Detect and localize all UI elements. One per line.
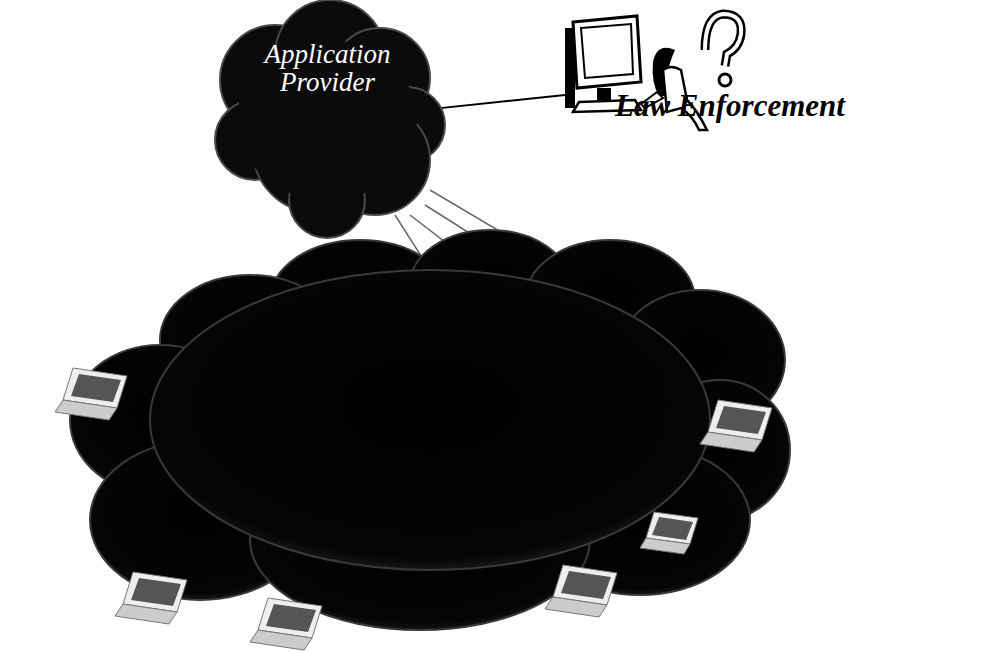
node-label: Law Enforcement: [615, 90, 994, 123]
provider-cloud: Application Provider: [215, 0, 440, 240]
node-outline: [215, 0, 440, 240]
laptop-icons: [55, 368, 772, 650]
node-label: Application Provider: [235, 40, 420, 97]
link-line: [440, 95, 565, 108]
network-cloud: [70, 230, 790, 630]
law-enforcement-station: Law Enforcement: [565, 10, 990, 135]
